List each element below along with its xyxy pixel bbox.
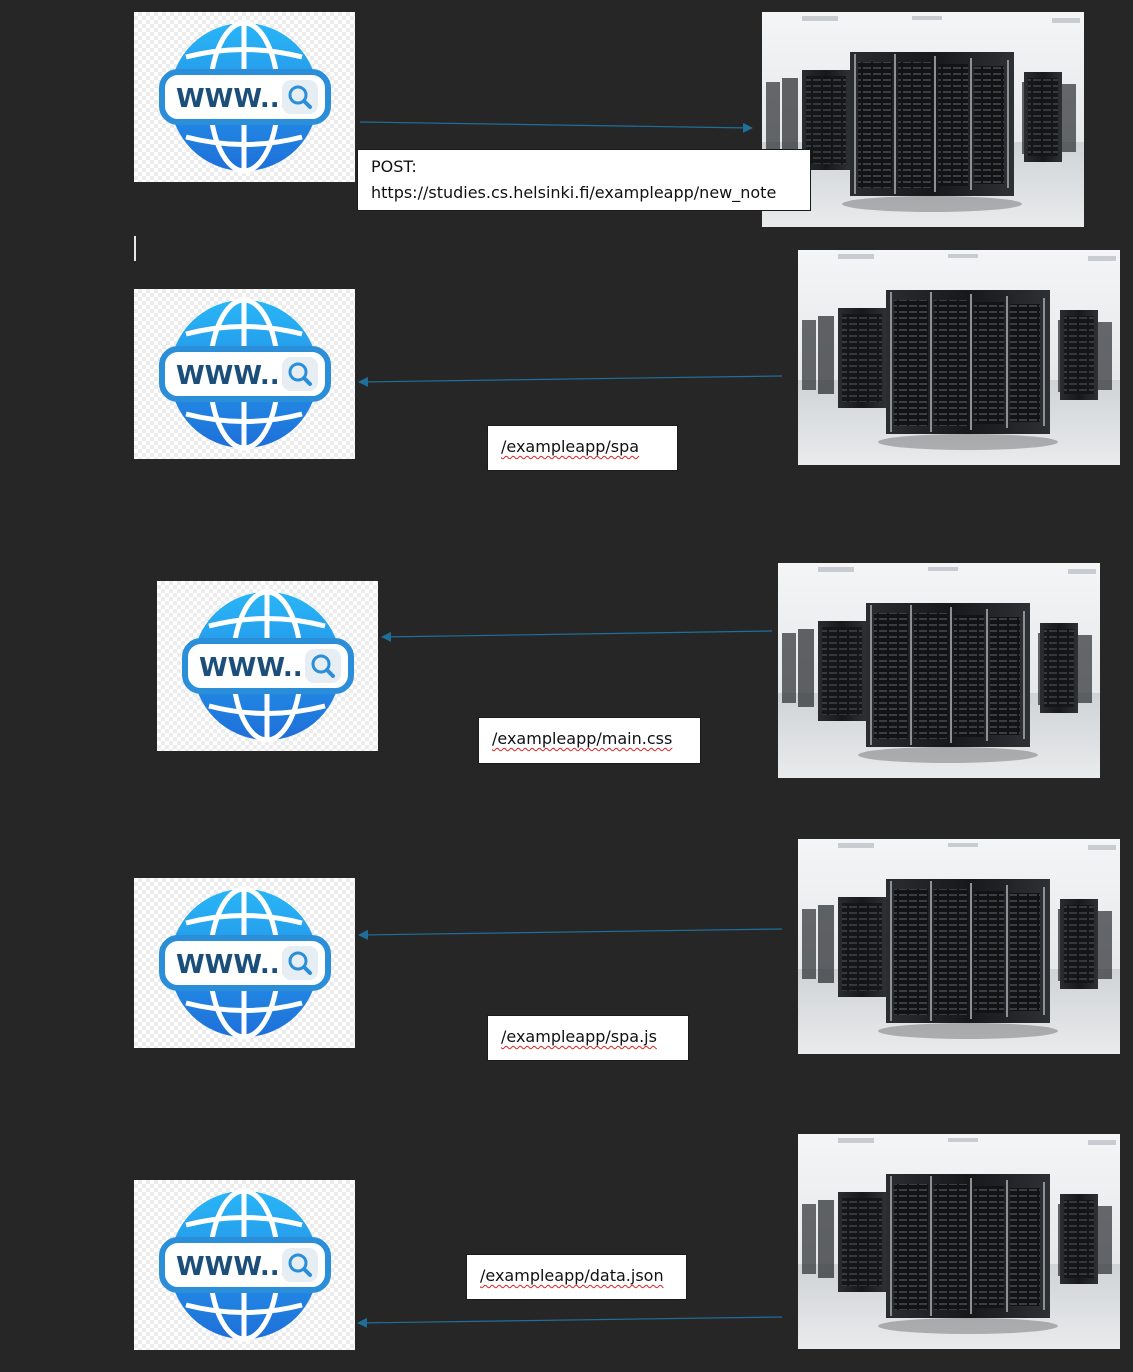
browser-icon xyxy=(134,289,355,459)
response-arrow xyxy=(358,928,783,940)
request-method: POST: xyxy=(371,157,417,176)
response-label: /exampleapp/main.css xyxy=(478,717,701,764)
response-arrow xyxy=(381,630,773,642)
response-arrow xyxy=(358,375,783,387)
text-cursor xyxy=(134,236,136,261)
response-path: /exampleapp/data.json xyxy=(480,1266,664,1285)
response-path: /exampleapp/spa.js xyxy=(501,1027,657,1046)
response-arrow xyxy=(357,1316,783,1328)
response-path: /exampleapp/main.css xyxy=(492,729,673,748)
request-url: https://studies.cs.helsinki.fi/exampleap… xyxy=(371,183,777,202)
browser-icon xyxy=(134,878,355,1048)
request-label: POST: https://studies.cs.helsinki.fi/exa… xyxy=(357,149,811,211)
request-arrow xyxy=(359,121,753,133)
response-path: /exampleapp/spa xyxy=(501,437,640,456)
response-label: /exampleapp/data.json xyxy=(466,1254,687,1300)
response-label: /exampleapp/spa xyxy=(487,425,678,471)
browser-icon xyxy=(134,12,355,182)
response-label: /exampleapp/spa.js xyxy=(487,1015,689,1061)
browser-icon xyxy=(134,1180,355,1350)
browser-icon xyxy=(157,581,378,751)
